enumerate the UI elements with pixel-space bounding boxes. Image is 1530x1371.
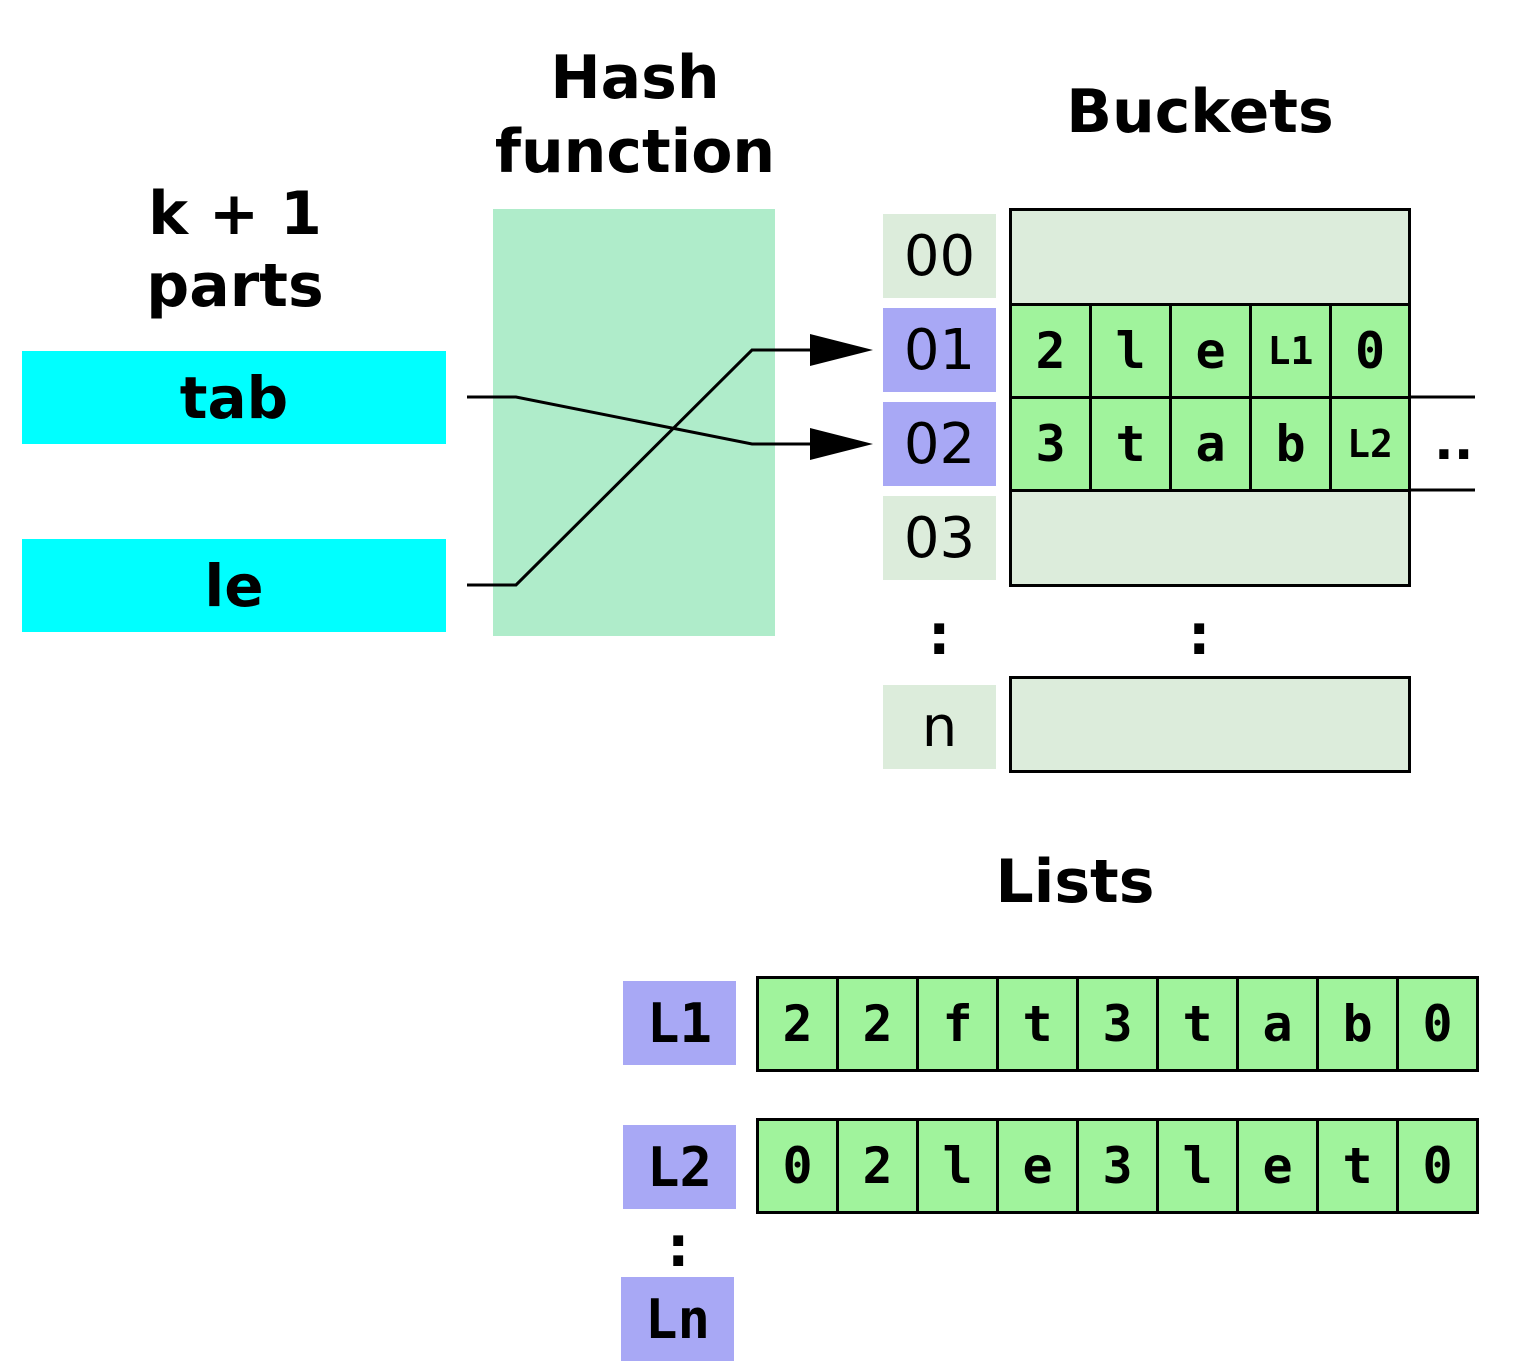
part-tab: tab bbox=[22, 351, 446, 444]
list-label-L1: L1 bbox=[623, 981, 736, 1065]
list-L1-cell: 2 bbox=[756, 976, 839, 1072]
list-label-Ln: Ln bbox=[621, 1277, 734, 1361]
bucket-01-row: 2 l e L1 0 bbox=[1009, 303, 1411, 399]
list-L1-cell: 0 bbox=[1396, 976, 1479, 1072]
list-L1-row: 2 2 f t 3 t a b 0 bbox=[756, 976, 1479, 1072]
lists-heading: Lists bbox=[995, 847, 1155, 917]
hash-mapping-le-arrowhead bbox=[810, 334, 873, 366]
bucket-02-cell-list-pointer: L2 bbox=[1329, 396, 1411, 492]
hash-function-heading-line2: function bbox=[494, 117, 776, 187]
list-L1-cell: a bbox=[1236, 976, 1319, 1072]
bucket-00 bbox=[1009, 208, 1411, 306]
list-L2-cell: 0 bbox=[756, 1118, 839, 1214]
part-le: le bbox=[22, 539, 446, 632]
bucket-02-cell: a bbox=[1169, 396, 1252, 492]
hash-function-box bbox=[493, 209, 775, 636]
bucket-index-00: 00 bbox=[883, 214, 996, 298]
list-L2-cell: 3 bbox=[1076, 1118, 1159, 1214]
bucket-index-02: 02 bbox=[883, 402, 996, 486]
hash-mapping-tab-arrowhead bbox=[810, 428, 873, 460]
hash-mapping-le-line bbox=[467, 348, 812, 587]
list-L2-row: 0 2 l e 3 l e t 0 bbox=[756, 1118, 1479, 1214]
bucket-ellipsis: : bbox=[1188, 603, 1211, 668]
bucket-index-n: n bbox=[883, 685, 996, 769]
hash-mapping-tab-line bbox=[467, 395, 812, 446]
bucket-02-cell: b bbox=[1249, 396, 1332, 492]
list-L1-cell: t bbox=[996, 976, 1079, 1072]
bucket-index-01: 01 bbox=[883, 308, 996, 392]
list-L2-cell: e bbox=[996, 1118, 1079, 1214]
bucket-index-ellipsis: : bbox=[928, 603, 951, 668]
list-L1-cell: 3 bbox=[1076, 976, 1159, 1072]
list-label-L2: L2 bbox=[623, 1125, 736, 1209]
bucket-index-03: 03 bbox=[883, 496, 996, 580]
hash-function-heading-line1: Hash bbox=[550, 43, 720, 113]
list-L2-cell: 0 bbox=[1396, 1118, 1479, 1214]
list-L1-cell: f bbox=[916, 976, 999, 1072]
bucket-02-row: 3 t a b L2 bbox=[1009, 396, 1411, 492]
parts-heading: k + 1 parts bbox=[146, 179, 324, 321]
list-L2-cell: l bbox=[916, 1118, 999, 1214]
bucket-02-continuation: .. bbox=[1434, 412, 1474, 472]
bucket-n bbox=[1009, 676, 1411, 773]
bucket-01-cell: e bbox=[1169, 303, 1252, 399]
list-L1-cell: b bbox=[1316, 976, 1399, 1072]
bucket-01-cell-list-pointer: L1 bbox=[1249, 303, 1332, 399]
buckets-heading: Buckets bbox=[1066, 77, 1334, 147]
list-label-ellipsis: : bbox=[667, 1215, 690, 1280]
list-L1-cell: 2 bbox=[836, 976, 919, 1072]
